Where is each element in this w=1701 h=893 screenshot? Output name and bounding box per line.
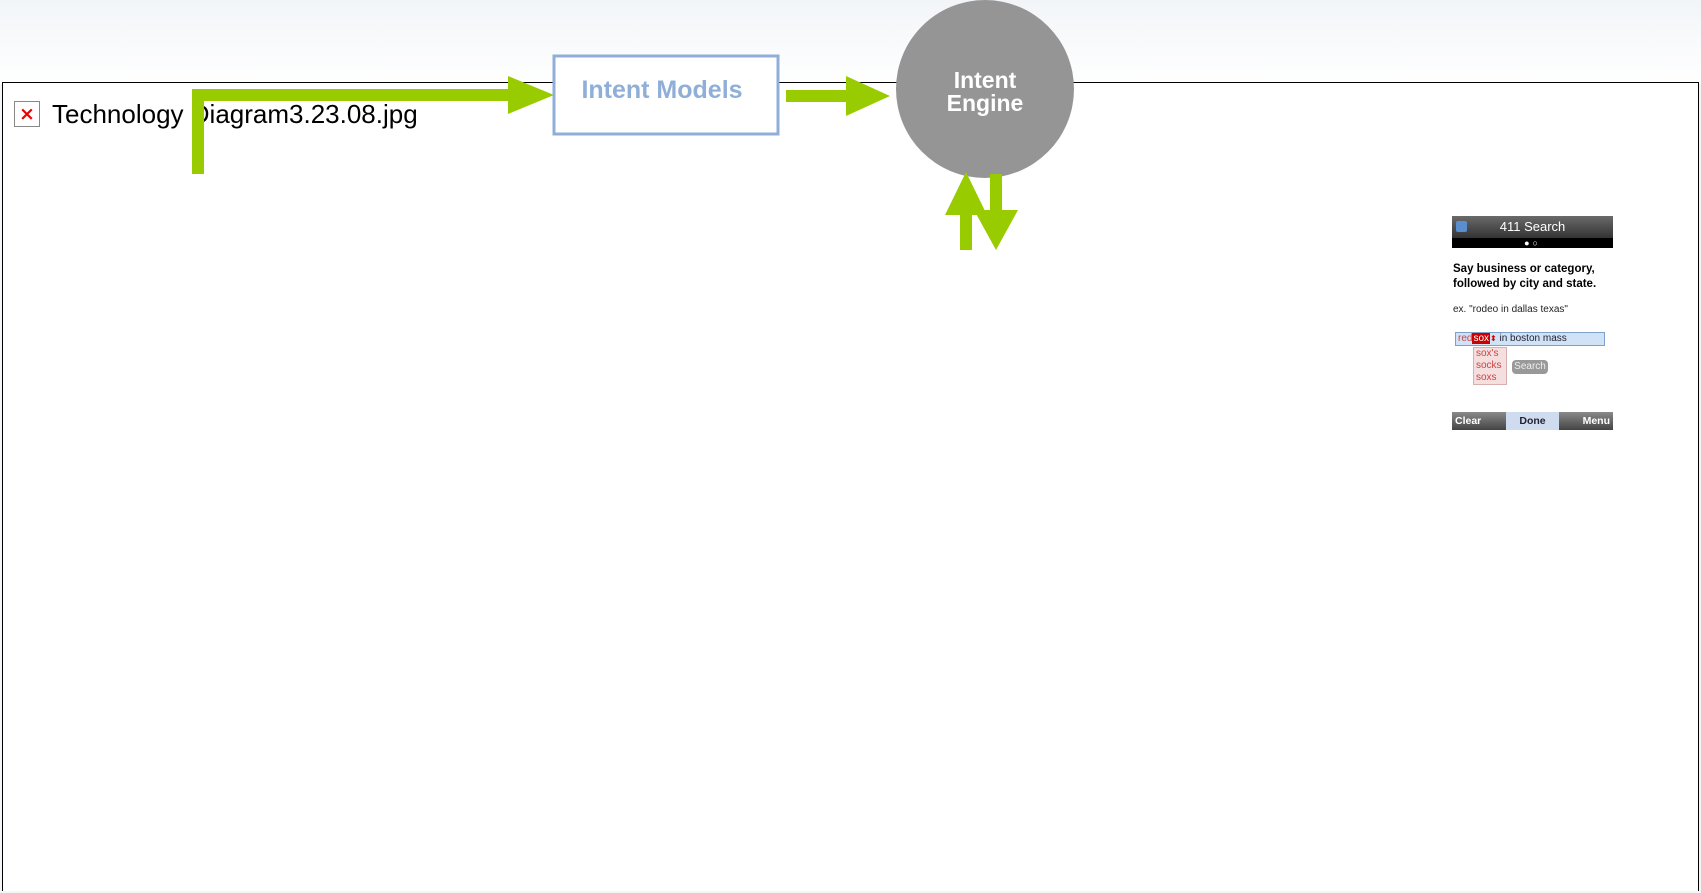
alternate-item[interactable]: socks <box>1476 360 1502 371</box>
query-selected-word[interactable]: sox <box>1472 333 1491 344</box>
down-arrow-shaft <box>990 174 1002 214</box>
query-rest: in boston mass <box>1499 333 1567 344</box>
intent-models-box <box>552 54 780 136</box>
phone-header: 411 Search <box>1452 216 1613 238</box>
example-text: ex. "rodeo in dallas texas" <box>1453 304 1568 315</box>
query-word: red <box>1458 333 1473 344</box>
phone-title: 411 Search <box>1499 219 1566 234</box>
done-button[interactable]: Done <box>1505 412 1560 430</box>
alternate-item[interactable]: sox's <box>1476 348 1499 359</box>
intent-engine-label-line1: Intent <box>954 67 1017 93</box>
broken-image-icon: × <box>14 101 40 127</box>
models-to-engine-line <box>786 90 848 102</box>
search-button[interactable]: Search <box>1512 360 1548 374</box>
broken-image-placeholder[interactable]: × Technology Diagram3.23.08.jpg <box>14 98 418 130</box>
down-arrow-head <box>974 210 1018 250</box>
up-arrow-shaft <box>960 212 972 250</box>
broken-image-filename: Technology Diagram3.23.08.jpg <box>52 98 418 129</box>
up-arrow-head <box>945 172 987 215</box>
home-icon[interactable] <box>1456 221 1467 232</box>
voice-prompt: Say business or category, followed by ci… <box>1453 263 1597 290</box>
left-connector-line <box>192 89 204 174</box>
up-down-arrows-icon[interactable]: ⬍ <box>1490 334 1497 343</box>
page-indicator: ●○ <box>1452 238 1613 248</box>
arrow-to-intent-engine <box>846 76 890 116</box>
query-field[interactable]: redsox⬍ in boston mass <box>1455 332 1605 346</box>
arrow-to-intent-models <box>508 76 554 114</box>
intent-engine-circle <box>896 0 1074 178</box>
top-connector-line <box>192 89 512 101</box>
menu-button[interactable]: Menu <box>1582 415 1611 427</box>
intent-engine-label-line2: Engine <box>947 90 1024 116</box>
phone-footer: Clear Done Menu <box>1452 412 1613 430</box>
alternates-list: sox's socks soxs <box>1473 347 1507 385</box>
clear-button[interactable]: Clear <box>1455 415 1482 427</box>
intent-models-label: Intent Models <box>581 76 742 104</box>
top-background <box>0 0 1701 84</box>
alternate-item[interactable]: soxs <box>1476 372 1497 383</box>
image-frame <box>2 82 1699 891</box>
phone-screenshot: 411 Search ●○ Say business or category, … <box>1452 216 1613 430</box>
